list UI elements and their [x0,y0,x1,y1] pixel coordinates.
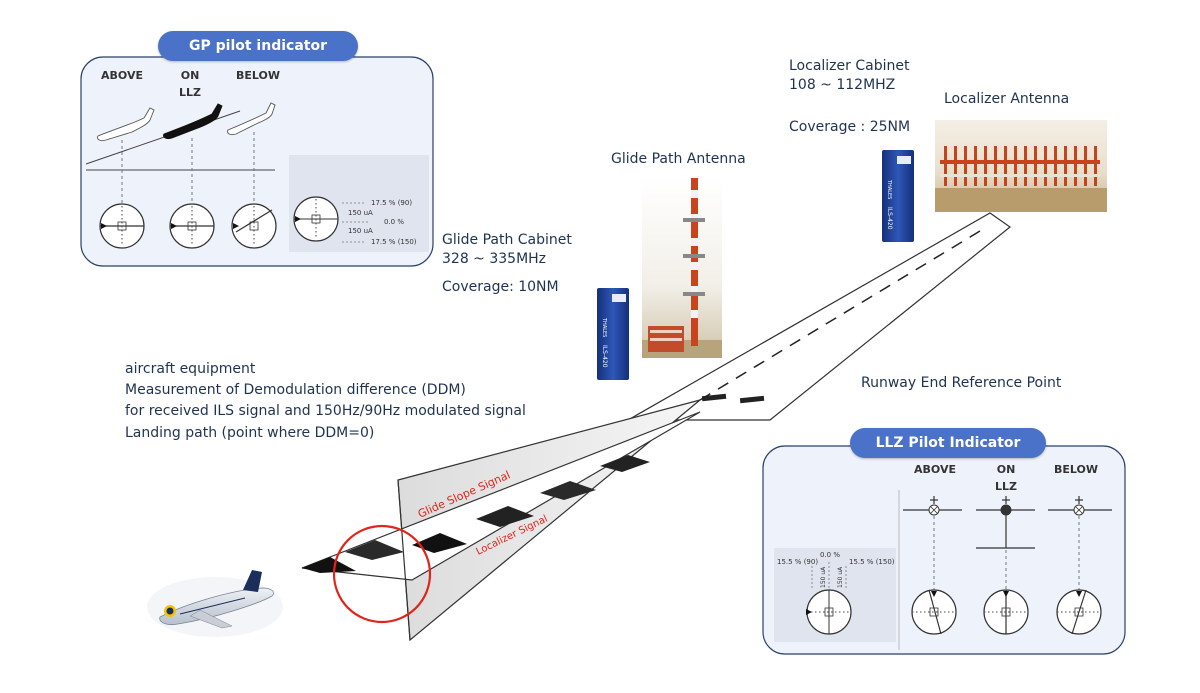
llz-scale-ua-left: 150 uA [820,566,827,588]
llz-on-label: ON [996,463,1016,476]
glide-path-cabinet-photo: THALES ILS-420 [597,288,629,380]
gp-above-label: ABOVE [101,69,143,82]
aircraft-equipment-line3: for received ILS signal and 150Hz/90Hz m… [125,403,526,419]
gp-panel-title: GP pilot indicator [158,31,358,61]
llz-below-label: BELOW [1054,463,1098,476]
gp-cabinet-model: ILS-420 [601,345,608,368]
localizer-cabinet-label: Localizer Cabinet [789,58,910,74]
runway [625,212,1011,421]
glide-path-freq-label: 328 ~ 335MHz [442,251,547,267]
llz-above-label: ABOVE [914,463,956,476]
llz-llz-label: LLZ [995,480,1017,493]
runway-end-label: Runway End Reference Point [861,375,1062,391]
aircraft-equipment-line2: Measurement of Demodulation difference (… [125,382,466,398]
gp-llz-label: LLZ [179,86,201,99]
localizer-antenna-label: Localizer Antenna [944,91,1070,107]
gp-scale-ua-bottom: 150 uA [348,227,373,235]
localizer-cabinet-photo: THALES ILS-420 [882,150,914,242]
gp-scale-ua-top: 150 uA [348,209,373,217]
llz-scale-left: 15.5 % (90) [777,558,819,566]
gp-on-label: ON [180,69,200,82]
localizer-plane [301,411,701,581]
gp-below-label: BELOW [236,69,280,82]
gp-scale-center: 0.0 % [384,218,405,226]
llz-cabinet-brand: THALES [886,179,892,199]
aircraft-equipment-line4: Landing path (point where DDM=0) [125,425,375,441]
localizer-coverage-label: Coverage : 25NM [789,119,911,135]
gp-panel-drawing [85,102,429,252]
llz-scale-center: 0.0 % [820,551,841,559]
localizer-freq-label: 108 ~ 112MHZ [789,77,896,93]
llz-panel-drawing: 150 uA 150 uA [774,490,1112,650]
llz-panel-title: LLZ Pilot Indicator [850,428,1046,458]
glide-path-antenna-photo [642,178,722,358]
glide-path-cabinet-label: Glide Path Cabinet [442,232,572,248]
llz-scale-right: 15.5 % (150) [849,558,895,566]
aircraft-equipment-line1: aircraft equipment [125,361,256,377]
gp-scale-top: 17.5 % (90) [371,199,413,207]
glide-path-antenna-label: Glide Path Antenna [611,151,746,167]
llz-cabinet-model: ILS-420 [886,207,893,230]
gp-cabinet-brand: THALES [601,317,607,337]
llz-scale-ua-right: 150 uA [837,566,844,588]
landing-point-circle [332,524,432,624]
localizer-antenna-photo [935,120,1107,212]
glide-path-coverage-label: Coverage: 10NM [442,279,559,295]
aircraft-photo [147,570,283,637]
gp-scale-bottom: 17.5 % (150) [371,238,417,246]
